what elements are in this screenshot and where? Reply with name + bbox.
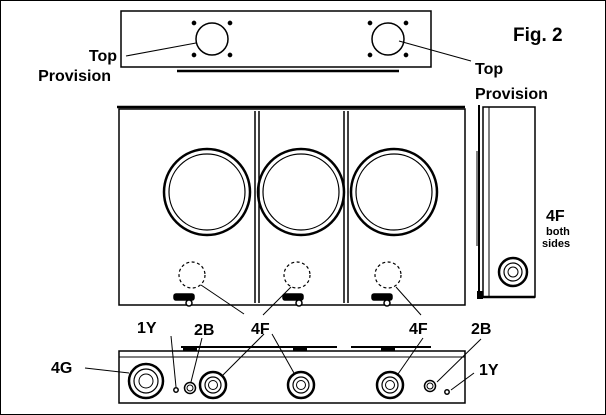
bottom-knockout-4g — [127, 362, 165, 400]
label-1y-left: 1Y — [137, 320, 157, 337]
meter-ring-1 — [162, 147, 252, 237]
bottom-knockout-1y-right — [444, 389, 450, 395]
latch-1 — [173, 293, 195, 307]
top-view — [120, 10, 432, 73]
meter-ring-2 — [256, 147, 346, 237]
bottom-leaders — [84, 333, 482, 391]
top-provision-left-line1: Top — [89, 48, 117, 65]
top-provision-right-line1: Top — [475, 61, 503, 78]
rear-knockout-1 — [178, 261, 206, 289]
bottom-knockout-4f-3 — [375, 370, 405, 400]
meter-ring-3 — [349, 147, 439, 237]
label-4g: 4G — [51, 360, 72, 377]
side-4f-sides: sides — [542, 238, 570, 250]
bottom-knockout-1y-left — [173, 387, 179, 393]
side-view — [476, 105, 536, 299]
rear-knockout-3 — [374, 261, 402, 289]
side-4f-both: both — [546, 226, 570, 238]
bottom-knockout-2b-right — [423, 379, 437, 393]
top-provision-knockout-right — [371, 22, 405, 56]
label-2b-right: 2B — [471, 321, 491, 338]
top-provision-leaders — [125, 40, 472, 62]
figure-title: Fig. 2 — [513, 25, 563, 46]
top-provision-right-line2: Provision — [475, 86, 548, 103]
latch-2 — [282, 293, 304, 307]
bottom-knockout-4f-2 — [286, 370, 316, 400]
latch-3 — [371, 293, 393, 307]
side-4f-label: 4F — [546, 208, 565, 225]
front-4f-leaders — [200, 284, 422, 316]
side-knockout-4f — [497, 256, 529, 288]
label-1y-right: 1Y — [479, 362, 499, 379]
top-provision-knockout-left — [195, 22, 229, 56]
top-provision-left-line2: Provision — [38, 68, 111, 85]
front-view — [117, 105, 466, 307]
bottom-view — [118, 346, 466, 404]
rear-knockout-2 — [283, 261, 311, 289]
bottom-view-outline — [118, 350, 466, 404]
front-view-outline — [118, 108, 466, 306]
top-view-outline — [120, 10, 432, 68]
bottom-knockout-2b-left — [183, 381, 197, 395]
bottom-knockout-4f-1 — [198, 370, 228, 400]
label-2b-left: 2B — [194, 322, 214, 339]
label-4f-mid: 4F — [251, 321, 270, 338]
label-4f-right: 4F — [409, 321, 428, 338]
